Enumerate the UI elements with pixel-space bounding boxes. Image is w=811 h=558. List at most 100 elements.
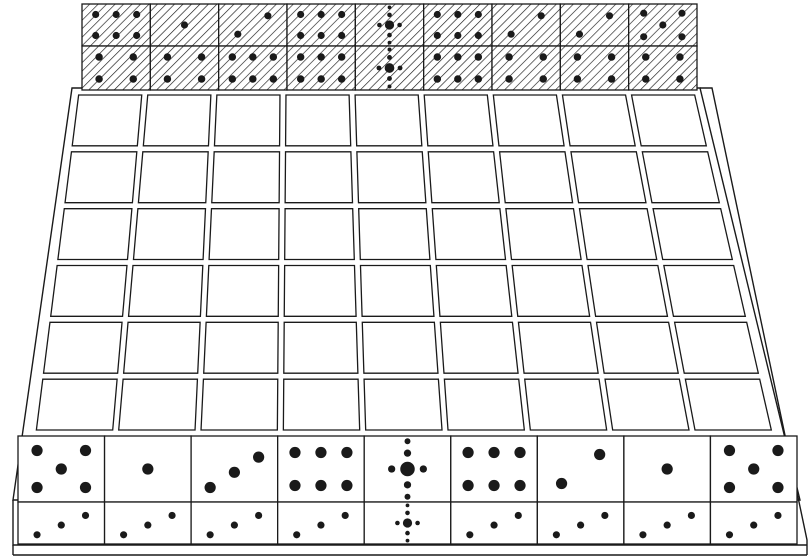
top-piece[interactable] xyxy=(424,4,492,90)
board-square[interactable] xyxy=(362,322,438,373)
top-piece-front-face[interactable] xyxy=(560,46,628,90)
board-square[interactable] xyxy=(642,152,719,203)
bottom-piece[interactable] xyxy=(451,436,538,544)
board-square[interactable] xyxy=(201,379,278,430)
bottom-piece[interactable] xyxy=(18,436,105,544)
top-piece-front-face[interactable] xyxy=(629,46,697,90)
top-piece[interactable] xyxy=(355,4,423,90)
top-piece[interactable] xyxy=(150,4,218,90)
bottom-piece-front-face[interactable] xyxy=(537,436,624,502)
board-square[interactable] xyxy=(424,95,493,146)
board-square[interactable] xyxy=(525,379,607,430)
top-piece-back-face[interactable] xyxy=(355,4,423,46)
board-square[interactable] xyxy=(65,152,137,203)
board-square[interactable] xyxy=(436,266,511,317)
top-piece[interactable] xyxy=(560,4,628,90)
board-square[interactable] xyxy=(428,152,499,203)
top-piece-back-face[interactable] xyxy=(219,4,287,46)
board-square[interactable] xyxy=(571,152,646,203)
bottom-piece[interactable] xyxy=(710,436,797,544)
board-square[interactable] xyxy=(286,95,351,146)
top-piece-back-face[interactable] xyxy=(560,4,628,46)
top-piece-back-face[interactable] xyxy=(287,4,355,46)
board-square[interactable] xyxy=(359,209,430,260)
bottom-piece-lower-face[interactable] xyxy=(18,502,105,544)
bottom-piece-lower-face[interactable] xyxy=(451,502,538,544)
bottom-piece-lower-face[interactable] xyxy=(710,502,797,544)
board-square[interactable] xyxy=(284,266,356,317)
top-piece[interactable] xyxy=(492,4,560,90)
top-piece-front-face[interactable] xyxy=(219,46,287,90)
board-square[interactable] xyxy=(355,95,422,146)
board-square[interactable] xyxy=(493,95,564,146)
board-square[interactable] xyxy=(597,322,679,373)
board-square[interactable] xyxy=(209,209,279,260)
board-square[interactable] xyxy=(138,152,208,203)
board-square[interactable] xyxy=(284,322,358,373)
board-square[interactable] xyxy=(36,379,117,430)
top-piece[interactable] xyxy=(82,4,150,90)
board-square[interactable] xyxy=(44,322,122,373)
bottom-piece-front-face[interactable] xyxy=(278,436,365,502)
board-square[interactable] xyxy=(685,379,771,430)
board-square[interactable] xyxy=(632,95,707,146)
top-piece-back-face[interactable] xyxy=(82,4,150,46)
board-square[interactable] xyxy=(212,152,280,203)
board-square[interactable] xyxy=(51,266,127,317)
board-square[interactable] xyxy=(500,152,573,203)
board-square[interactable] xyxy=(124,322,200,373)
board-square[interactable] xyxy=(133,209,205,260)
board-square[interactable] xyxy=(579,209,656,260)
bottom-piece[interactable] xyxy=(364,436,451,544)
board-square[interactable] xyxy=(285,152,352,203)
bottom-piece-front-face[interactable] xyxy=(105,436,192,502)
bottom-piece-front-face[interactable] xyxy=(624,436,711,502)
board-square[interactable] xyxy=(444,379,524,430)
board-square[interactable] xyxy=(506,209,581,260)
board-square[interactable] xyxy=(119,379,198,430)
bottom-piece-lower-face[interactable] xyxy=(537,502,624,544)
board-square[interactable] xyxy=(512,266,589,317)
board-square[interactable] xyxy=(664,266,745,317)
bottom-piece-front-face[interactable] xyxy=(710,436,797,502)
top-piece-front-face[interactable] xyxy=(424,46,492,90)
board-square[interactable] xyxy=(357,152,426,203)
top-piece-front-face[interactable] xyxy=(355,46,423,90)
board-square[interactable] xyxy=(588,266,667,317)
board-square[interactable] xyxy=(283,379,359,430)
top-piece[interactable] xyxy=(629,4,697,90)
bottom-piece[interactable] xyxy=(191,436,278,544)
bottom-piece-front-face[interactable] xyxy=(18,436,105,502)
top-piece-back-face[interactable] xyxy=(424,4,492,46)
board-square[interactable] xyxy=(605,379,689,430)
top-piece-front-face[interactable] xyxy=(82,46,150,90)
board-square[interactable] xyxy=(72,95,142,146)
board-square[interactable] xyxy=(364,379,442,430)
board-square[interactable] xyxy=(206,266,278,317)
board-square[interactable] xyxy=(432,209,505,260)
board-square[interactable] xyxy=(360,266,433,317)
board-square[interactable] xyxy=(675,322,759,373)
board-square[interactable] xyxy=(58,209,132,260)
top-piece-front-face[interactable] xyxy=(287,46,355,90)
board-square[interactable] xyxy=(204,322,278,373)
board-square[interactable] xyxy=(143,95,211,146)
board-square[interactable] xyxy=(129,266,203,317)
bottom-piece-lower-face[interactable] xyxy=(191,502,278,544)
top-piece-back-face[interactable] xyxy=(150,4,218,46)
board-square[interactable] xyxy=(214,95,280,146)
bottom-piece-lower-face[interactable] xyxy=(364,502,451,544)
bottom-piece-lower-face[interactable] xyxy=(278,502,365,544)
top-piece-back-face[interactable] xyxy=(492,4,560,46)
bottom-piece-lower-face[interactable] xyxy=(105,502,192,544)
board-square[interactable] xyxy=(518,322,598,373)
top-piece-back-face[interactable] xyxy=(629,4,697,46)
bottom-piece-front-face[interactable] xyxy=(191,436,278,502)
board-square[interactable] xyxy=(653,209,732,260)
board-square[interactable] xyxy=(440,322,518,373)
bottom-piece-front-face[interactable] xyxy=(451,436,538,502)
board-square[interactable] xyxy=(562,95,635,146)
bottom-piece-lower-face[interactable] xyxy=(624,502,711,544)
top-piece[interactable] xyxy=(219,4,287,90)
top-piece-front-face[interactable] xyxy=(150,46,218,90)
